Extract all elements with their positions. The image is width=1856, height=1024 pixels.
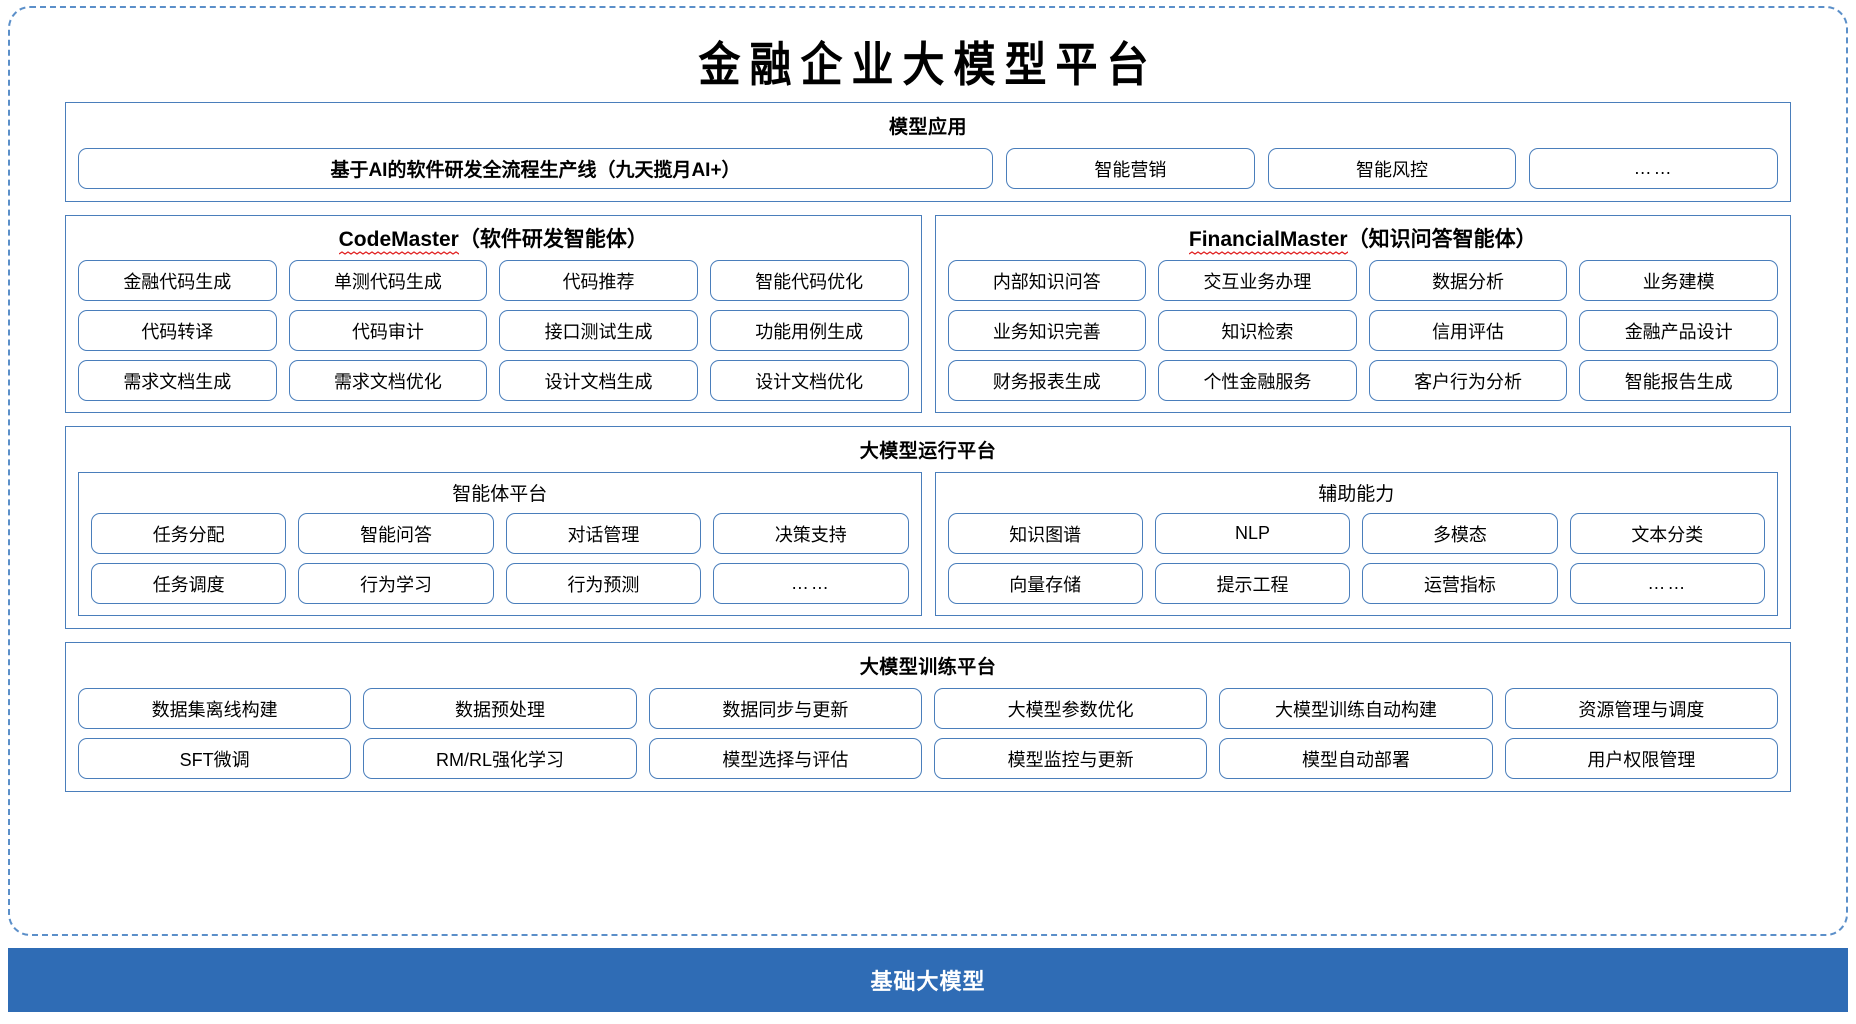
- panel-agent-platform: 智能体平台 任务分配 智能问答 对话管理 决策支持 任务调度 行为学习 行为预测…: [78, 472, 922, 616]
- layer-model-application: 模型应用 基于AI的软件研发全流程生产线（九天揽月AI+） 智能营销 智能风控 …: [65, 102, 1791, 202]
- layer-agents: CodeMaster（软件研发智能体） 金融代码生成 单测代码生成 代码推荐 智…: [65, 215, 1791, 413]
- foundation-model-label: 基础大模型: [870, 969, 986, 994]
- codemaster-item[interactable]: 智能代码优化: [709, 260, 909, 301]
- agent-panel-financialmaster: FinancialMaster（知识问答智能体） 内部知识问答 交互业务办理 数…: [934, 215, 1791, 413]
- auxiliary-item[interactable]: 文本分类: [1569, 513, 1765, 554]
- auxiliary-item[interactable]: 多模态: [1362, 513, 1558, 554]
- app-item-production-line[interactable]: 基于AI的软件研发全流程生产线（九天揽月AI+）: [78, 148, 993, 189]
- training-item[interactable]: 用户权限管理: [1504, 738, 1778, 779]
- codemaster-item[interactable]: 设计文档优化: [709, 360, 909, 401]
- codemaster-title: CodeMaster（软件研发智能体）: [78, 223, 909, 255]
- codemaster-item[interactable]: 金融代码生成: [78, 260, 277, 301]
- financialmaster-title: FinancialMaster（知识问答智能体）: [948, 223, 1779, 255]
- app-item-more[interactable]: ……: [1529, 148, 1779, 189]
- codemaster-name: CodeMaster: [338, 228, 459, 251]
- financialmaster-item[interactable]: 业务建模: [1579, 260, 1778, 301]
- codemaster-item[interactable]: 需求文档优化: [288, 360, 488, 401]
- training-item[interactable]: 资源管理与调度: [1504, 688, 1778, 729]
- financialmaster-item[interactable]: 智能报告生成: [1579, 360, 1778, 401]
- codemaster-item[interactable]: 代码转译: [78, 310, 277, 351]
- auxiliary-capability-items: 知识图谱 NLP 多模态 文本分类 向量存储 提示工程 运营指标 ……: [947, 513, 1765, 604]
- codemaster-item[interactable]: 单测代码生成: [288, 260, 488, 301]
- training-item[interactable]: 数据同步与更新: [648, 688, 922, 729]
- auxiliary-item-more[interactable]: ……: [1569, 563, 1765, 604]
- agent-platform-item[interactable]: 行为预测: [505, 563, 702, 604]
- training-item[interactable]: 模型自动部署: [1219, 738, 1493, 779]
- panel-auxiliary-capability: 辅助能力 知识图谱 NLP 多模态 文本分类 向量存储 提示工程 运营指标 ……: [934, 472, 1778, 616]
- financialmaster-item[interactable]: 内部知识问答: [947, 260, 1147, 301]
- training-platform-items: 数据集离线构建 数据预处理 数据同步与更新 大模型参数优化 大模型训练自动构建 …: [78, 688, 1778, 779]
- training-item[interactable]: 模型选择与评估: [648, 738, 922, 779]
- financialmaster-item[interactable]: 交互业务办理: [1158, 260, 1357, 301]
- training-platform-heading: 大模型训练平台: [859, 657, 997, 678]
- training-item[interactable]: 大模型训练自动构建: [1219, 688, 1493, 729]
- layer-runtime-platform: 大模型运行平台 智能体平台 任务分配 智能问答 对话管理 决策支持 任务调度 行…: [65, 426, 1791, 629]
- platform-outer-frame: 金融企业大模型平台 模型应用 基于AI的软件研发全流程生产线（九天揽月AI+） …: [8, 6, 1848, 936]
- codemaster-name-spellchecked: CodeMaster: [338, 228, 459, 255]
- financialmaster-item[interactable]: 金融产品设计: [1579, 310, 1778, 351]
- agent-platform-item-more[interactable]: ……: [713, 563, 909, 604]
- codemaster-item[interactable]: 设计文档生成: [499, 360, 698, 401]
- page-title: 金融企业大模型平台: [698, 37, 1158, 92]
- agent-panel-codemaster: CodeMaster（软件研发智能体） 金融代码生成 单测代码生成 代码推荐 智…: [65, 215, 922, 413]
- financialmaster-item[interactable]: 知识检索: [1158, 310, 1357, 351]
- financialmaster-name: FinancialMaster: [1188, 228, 1348, 251]
- codemaster-item[interactable]: 代码审计: [288, 310, 488, 351]
- codemaster-items: 金融代码生成 单测代码生成 代码推荐 智能代码优化 代码转译 代码审计 接口测试…: [78, 260, 909, 401]
- app-item-smart-risk-control[interactable]: 智能风控: [1267, 148, 1517, 189]
- codemaster-item[interactable]: 需求文档生成: [78, 360, 277, 401]
- training-item[interactable]: 模型监控与更新: [934, 738, 1208, 779]
- agent-platform-item[interactable]: 任务调度: [91, 563, 287, 604]
- training-item[interactable]: 大模型参数优化: [934, 688, 1208, 729]
- auxiliary-item[interactable]: 运营指标: [1362, 563, 1558, 604]
- financialmaster-item[interactable]: 数据分析: [1368, 260, 1568, 301]
- auxiliary-item[interactable]: 知识图谱: [947, 513, 1143, 554]
- agent-platform-items: 任务分配 智能问答 对话管理 决策支持 任务调度 行为学习 行为预测 ……: [91, 513, 909, 604]
- foundation-model-bar: 基础大模型: [8, 948, 1848, 1012]
- auxiliary-item[interactable]: 提示工程: [1154, 563, 1351, 604]
- agent-platform-item[interactable]: 对话管理: [505, 513, 702, 554]
- agent-platform-item[interactable]: 智能问答: [298, 513, 494, 554]
- spellcheck-squiggle-icon: [338, 251, 459, 255]
- financialmaster-item[interactable]: 客户行为分析: [1368, 360, 1568, 401]
- auxiliary-item[interactable]: 向量存储: [947, 563, 1143, 604]
- app-item-smart-marketing[interactable]: 智能营销: [1006, 148, 1255, 189]
- layer-training-platform: 大模型训练平台 数据集离线构建 数据预处理 数据同步与更新 大模型参数优化 大模…: [65, 642, 1791, 792]
- financialmaster-item[interactable]: 财务报表生成: [947, 360, 1147, 401]
- financialmaster-item[interactable]: 个性金融服务: [1158, 360, 1357, 401]
- financialmaster-suffix: （知识问答智能体）: [1347, 228, 1537, 251]
- financialmaster-name-spellchecked: FinancialMaster: [1188, 228, 1348, 255]
- financialmaster-items: 内部知识问答 交互业务办理 数据分析 业务建模 业务知识完善 知识检索 信用评估…: [947, 260, 1778, 401]
- training-item[interactable]: SFT微调: [78, 738, 352, 779]
- runtime-platform-panels: 智能体平台 任务分配 智能问答 对话管理 决策支持 任务调度 行为学习 行为预测…: [78, 472, 1778, 616]
- agent-platform-item[interactable]: 任务分配: [91, 513, 287, 554]
- training-item[interactable]: 数据预处理: [363, 688, 637, 729]
- training-item[interactable]: RM/RL强化学习: [363, 738, 637, 779]
- codemaster-item[interactable]: 代码推荐: [499, 260, 698, 301]
- agent-platform-title: 智能体平台: [452, 484, 548, 505]
- auxiliary-item[interactable]: NLP: [1154, 513, 1351, 554]
- runtime-platform-heading: 大模型运行平台: [859, 441, 997, 462]
- agent-platform-item[interactable]: 决策支持: [713, 513, 909, 554]
- codemaster-item[interactable]: 接口测试生成: [499, 310, 698, 351]
- financialmaster-item[interactable]: 信用评估: [1368, 310, 1568, 351]
- model-application-items: 基于AI的软件研发全流程生产线（九天揽月AI+） 智能营销 智能风控 ……: [78, 148, 1779, 189]
- codemaster-suffix: （软件研发智能体）: [458, 228, 648, 251]
- spellcheck-squiggle-icon: [1188, 251, 1348, 255]
- model-application-heading: 模型应用: [888, 117, 967, 138]
- codemaster-item[interactable]: 功能用例生成: [709, 310, 909, 351]
- auxiliary-capability-title: 辅助能力: [1318, 484, 1395, 505]
- agent-platform-item[interactable]: 行为学习: [298, 563, 494, 604]
- training-item[interactable]: 数据集离线构建: [78, 688, 352, 729]
- financialmaster-item[interactable]: 业务知识完善: [947, 310, 1147, 351]
